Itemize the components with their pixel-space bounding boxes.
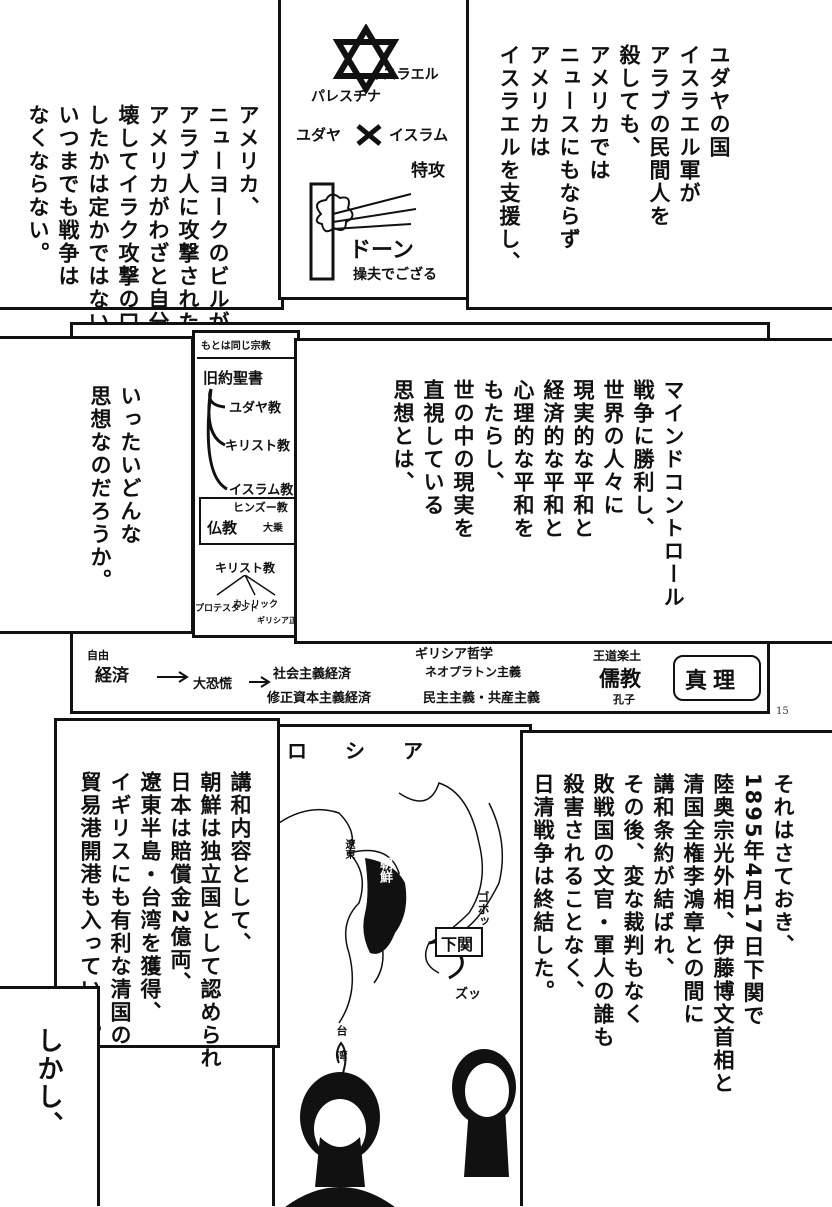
panel-row1-left-text: アメリカ、 ニューヨークのビルが アラブ人に攻撃されたか、 アメリカがわざと自分… — [0, 0, 284, 380]
narration-text: アメリカ、 ニューヨークのビルが アラブ人に攻撃されたか、 アメリカがわざと自分… — [26, 104, 260, 380]
panel-row3-left-text: 講和内容として、 朝鮮は独立国として認められ 日本は賠償金2億両、 遼東半島・台… — [54, 718, 280, 1070]
panel-row2-right-text: マインドコントロール 戦争に勝利し、 世界の人々に 現実的な平和と 経済的な平和… — [294, 338, 832, 644]
map-russia: ロシア — [287, 739, 461, 763]
label-israel: イスラエル — [369, 67, 439, 83]
arrow-right-icon — [157, 671, 189, 683]
branch-arrows-icon — [206, 388, 228, 491]
label-islam: イスラム — [389, 126, 449, 144]
diagram-buddhism: 仏教 — [207, 519, 238, 537]
panel-row1-center-drawing: イスラエル パレスチナ ユダヤ イスラム 特攻 ドーン 操夫でござる — [278, 0, 472, 300]
panel-row1-right-text: ユダヤの国 イスラエル軍が アラブの民間人を 殺しても、 アメリカでは ニュース… — [466, 0, 832, 310]
diagram-christianity: キリスト教 — [225, 439, 291, 454]
panel-row2-religion-diagram: もとは同じ宗教 旧約聖書 ユダヤ教 キリスト教 イスラム教 ヒンズー教 仏教 大… — [192, 330, 305, 638]
strip-koshi: 孔子 — [613, 693, 635, 706]
shimonoseki-box: 下関 — [435, 927, 483, 957]
diagram-old-testament: 旧約聖書 — [203, 369, 264, 387]
panel-row3-bottom-left: しかし、 — [0, 986, 100, 1206]
split-arrows-icon — [216, 575, 276, 596]
narration-text: それはさておき、 1895年4月17日下関で 陸奥宗光外相、伊藤博文首相と 清国… — [531, 773, 795, 1095]
narration-text: ユダヤの国 イスラエル軍が アラブの民間人を 殺しても、 アメリカでは ニュース… — [497, 44, 731, 274]
diagram-taoism: 大乗 — [263, 523, 283, 534]
strip-shakai: 社会主義経済 — [273, 667, 352, 682]
map-liaodong: 遼東 — [343, 839, 354, 859]
label-doon: ドーン — [349, 238, 414, 263]
star-of-david-icon — [332, 24, 400, 94]
map-gohon: ゴホッ — [476, 891, 490, 927]
strip-minshu: 民主主義・共産主義 — [423, 691, 541, 706]
diagram-orthodox: ギリシア正教 — [257, 616, 305, 625]
diagram-header: もとは同じ宗教 — [201, 341, 271, 352]
label-note: 操夫でござる — [353, 267, 437, 283]
figure-left-icon — [285, 1072, 395, 1207]
strip-greek: ギリシア哲学 — [415, 647, 494, 662]
narration-text: しかし、 — [33, 1027, 63, 1139]
narration-text: いったいどんな 思想なのだろうか。 — [88, 385, 142, 592]
strip-jukyo: 儒教 — [599, 667, 641, 691]
page-number: 15 — [776, 706, 789, 717]
panel-row3-right-text: それはさておき、 1895年4月17日下関で 陸奥宗光外相、伊藤博文首相と 清国… — [520, 730, 832, 1206]
eastern-religions-box: ヒンズー教 仏教 大乗 — [199, 497, 301, 545]
strip-keizai: 経済 — [95, 666, 129, 686]
diagram-christianity2: キリスト教 — [215, 561, 276, 575]
label-yudaya: ユダヤ — [296, 126, 342, 144]
panel-row3-map: ロシア 遼東 朝鮮 下関 ゴホッ ズッ 台湾 — [272, 724, 532, 1207]
panel-row2-left-text: いったいどんな 思想なのだろうか。 — [0, 336, 194, 634]
strip-daikyoko: 大恐慌 — [193, 677, 233, 692]
narration-text: 講和内容として、 朝鮮は独立国として認められ 日本は賠償金2億両、 遼東半島・台… — [78, 771, 252, 1070]
shinri-box: 真理 — [673, 655, 761, 701]
figure-right-icon — [452, 1049, 516, 1177]
building-explosion-icon — [309, 182, 417, 281]
diagram-judaism: ユダヤ教 — [229, 401, 282, 416]
korea-peninsula-icon — [363, 858, 407, 954]
strip-shusei: 修正資本主義経済 — [267, 691, 372, 706]
map-zu: ズッ — [455, 987, 482, 1002]
strip-jiyu: 自由 — [87, 649, 109, 662]
strip-odo: 王道楽土 — [593, 649, 642, 663]
diagram-hinduism: ヒンズー教 — [233, 501, 288, 514]
map-taiwan: 台湾 — [335, 1025, 348, 1075]
versus-cross-icon — [356, 124, 382, 146]
narration-text: マインドコントロール 戦争に勝利し、 世界の人々に 現実的な平和と 経済的な平和… — [391, 379, 685, 609]
label-tokko: 特攻 — [411, 161, 445, 181]
diagram-catholic: カトリック — [233, 600, 279, 610]
diagram-protestant: プロテスタント — [195, 604, 259, 614]
label-palestine: パレスチナ — [311, 89, 381, 105]
map-korea: 朝鮮 — [377, 857, 392, 883]
strip-neo: ネオプラトン主義 — [425, 665, 522, 679]
arrow-right-icon — [249, 676, 271, 688]
diagram-islam: イスラム教 — [229, 483, 294, 498]
map-shimonoseki: 下関 — [441, 935, 474, 954]
strip-shinri: 真理 — [685, 669, 742, 694]
